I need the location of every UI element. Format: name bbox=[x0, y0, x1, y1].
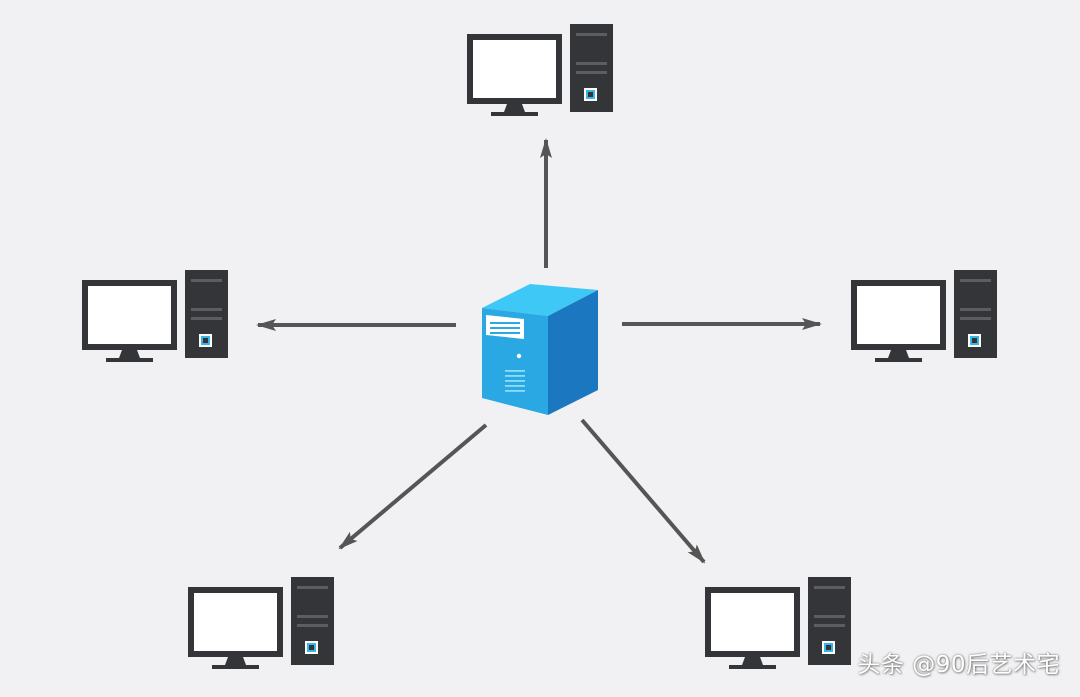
desktop-computer-icon bbox=[851, 270, 997, 362]
arrow-to-bottom-left-computer bbox=[338, 423, 488, 550]
desktop-computer-icon bbox=[82, 270, 228, 362]
desktop-computer-icon bbox=[188, 577, 334, 669]
desktop-computer-icon bbox=[467, 24, 613, 116]
desktop-computer-icon bbox=[705, 577, 851, 669]
watermark-text: 头条 @90后艺术宅 bbox=[857, 652, 1060, 678]
server-icon bbox=[482, 284, 598, 415]
arrow-to-bottom-right-computer bbox=[580, 418, 706, 564]
